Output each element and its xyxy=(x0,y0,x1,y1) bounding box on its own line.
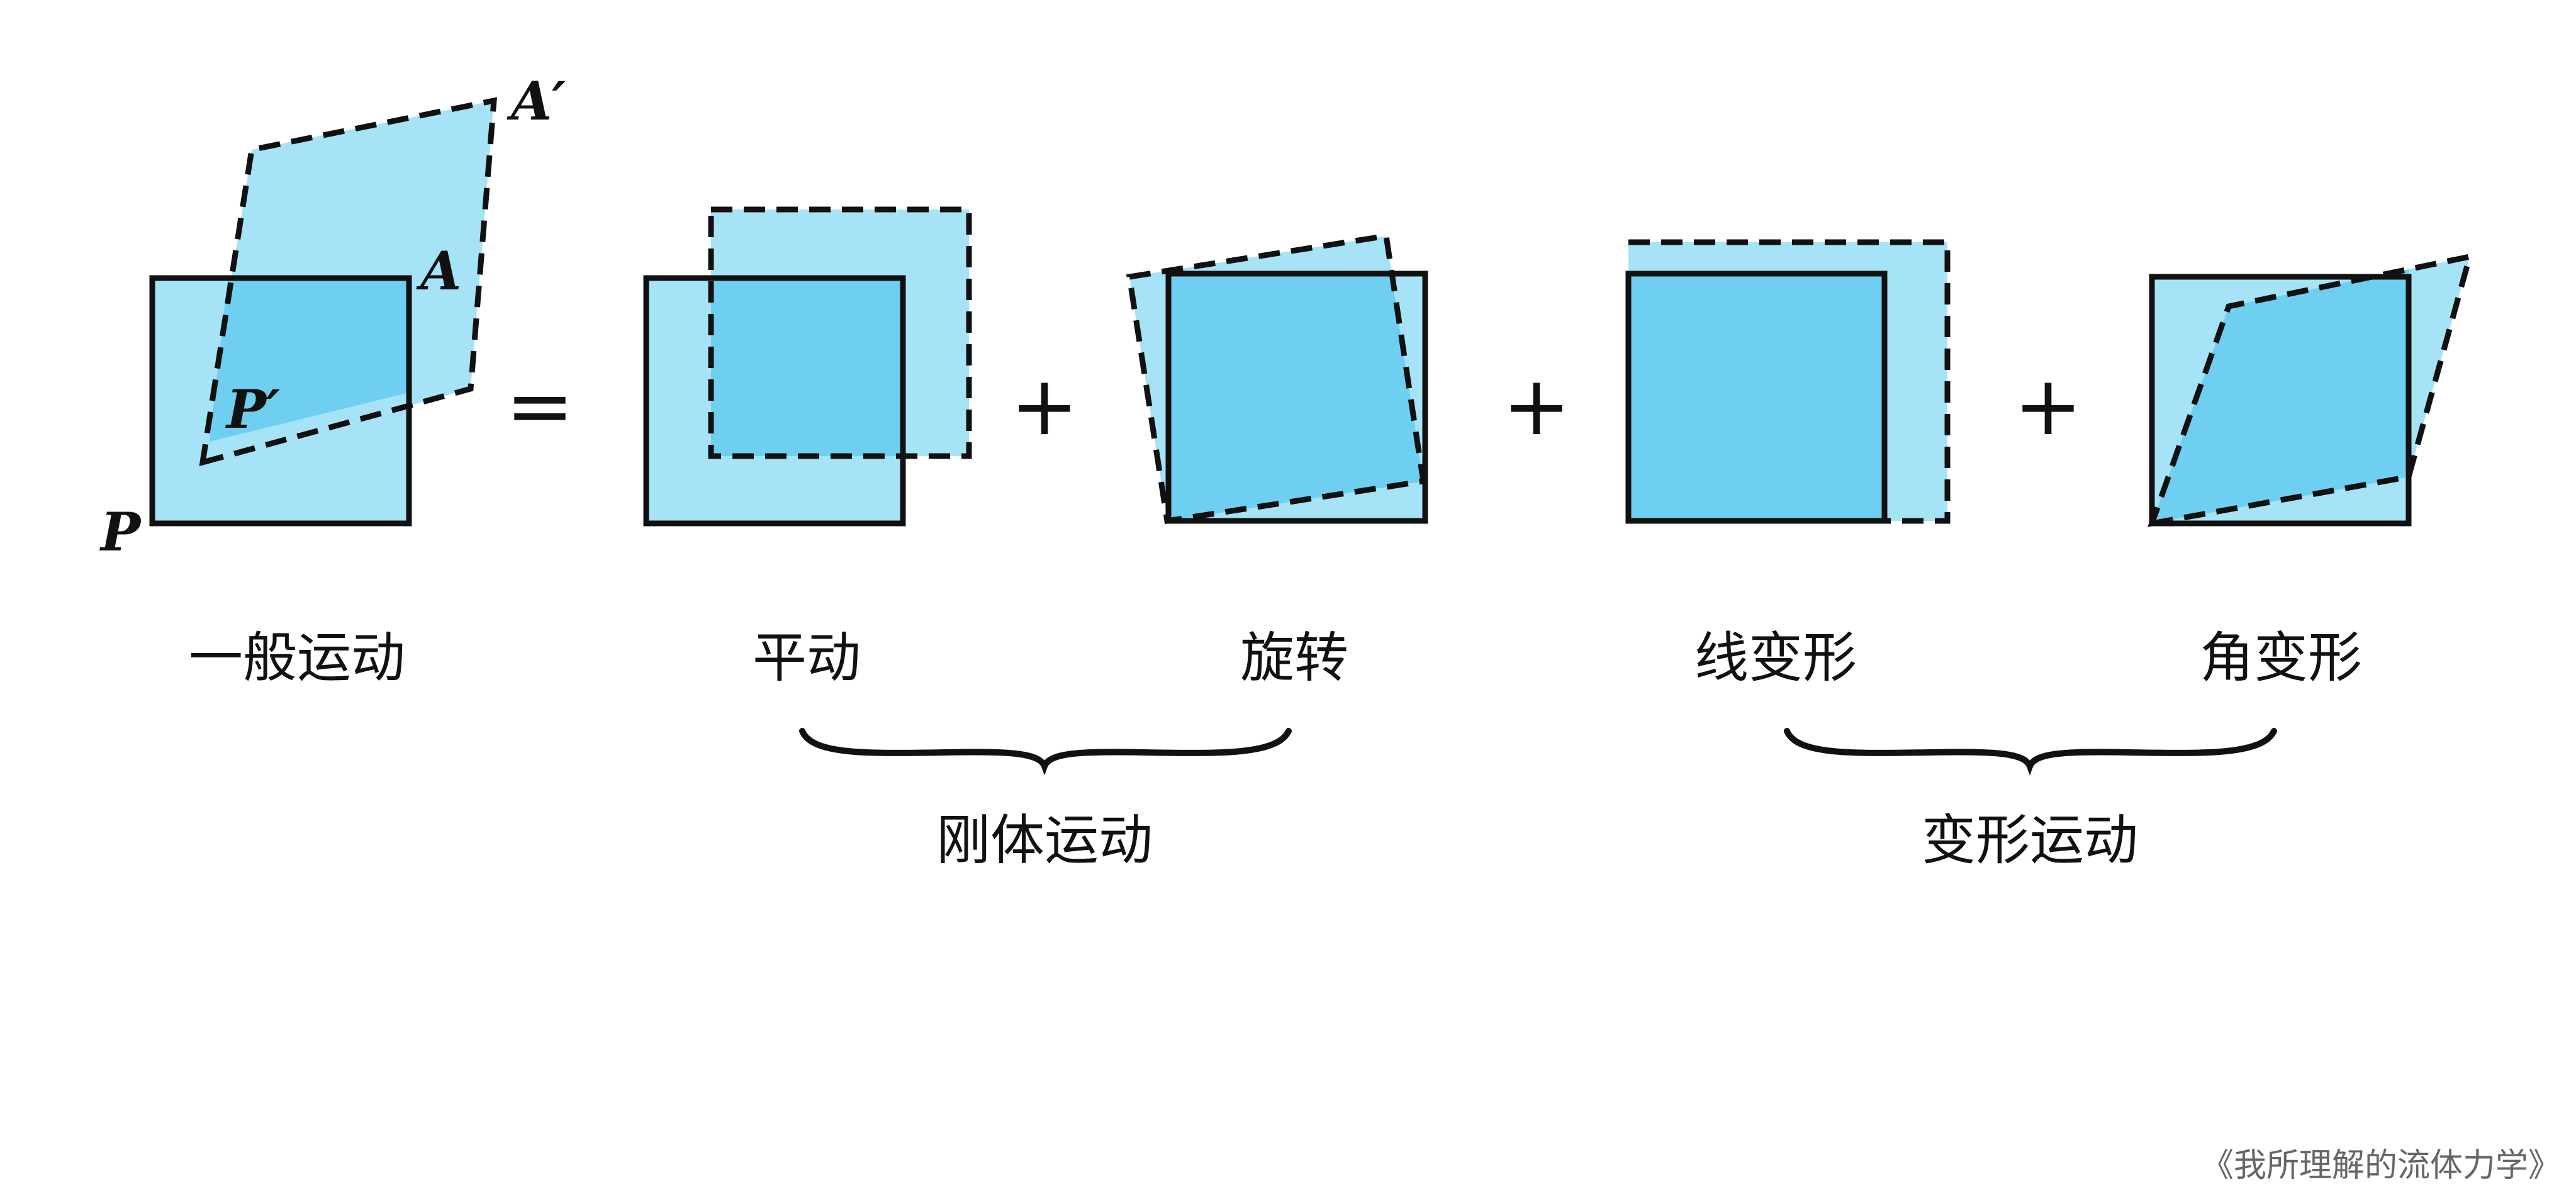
angular-original-outline xyxy=(2149,274,2412,527)
linear-deformation-label: 线变形 xyxy=(1694,627,1857,689)
displaced-parallelogram-outline xyxy=(199,97,497,467)
angular-deformed-outline xyxy=(2148,253,2474,527)
rotation-label: 旋转 xyxy=(1240,627,1348,689)
deformation-motion-label: 变形运动 xyxy=(1922,809,2138,872)
point-a-prime-label: A′ xyxy=(507,70,566,132)
point-p-label: P xyxy=(99,501,142,563)
general-motion-figure: P P′ A A′ xyxy=(99,70,566,563)
plus-sign-2: + xyxy=(1503,358,1571,454)
linear-deformation-figure xyxy=(1625,239,1951,524)
equals-sign: = xyxy=(506,358,574,454)
rigid-motion-brace xyxy=(799,728,1292,776)
point-p-prime-label: P′ xyxy=(225,378,280,440)
plus-sign-3: + xyxy=(2014,358,2083,454)
rotation-overlap xyxy=(1168,274,1423,521)
general-motion-label: 一般运动 xyxy=(189,627,405,689)
translation-label: 平动 xyxy=(753,627,861,689)
watermark: 《我所理解的流体力学》 xyxy=(2201,1147,2561,1185)
linear-deformed-outline xyxy=(1628,239,1951,524)
translation-overlap xyxy=(711,278,903,456)
rotation-original-outline xyxy=(1165,271,1428,524)
original-square-outline xyxy=(149,275,412,527)
deformation-motion-brace xyxy=(1784,728,2277,776)
angular-overlap xyxy=(2152,269,2409,523)
rigid-body-motion-label: 刚体运动 xyxy=(936,809,1153,872)
point-a-label: A xyxy=(416,240,461,302)
translation-original-outline xyxy=(643,275,906,527)
plus-sign-1: + xyxy=(1011,358,1079,454)
rotation-figure xyxy=(1126,232,1428,525)
translation-figure xyxy=(643,206,972,527)
linear-original-fill xyxy=(1628,274,1884,521)
overlap-region xyxy=(210,278,409,442)
angular-deformation-figure xyxy=(2148,253,2474,527)
angular-deformation-label: 角变形 xyxy=(2200,627,2362,689)
translation-moved-outline xyxy=(708,206,972,459)
rotation-rotated-outline xyxy=(1126,232,1427,525)
